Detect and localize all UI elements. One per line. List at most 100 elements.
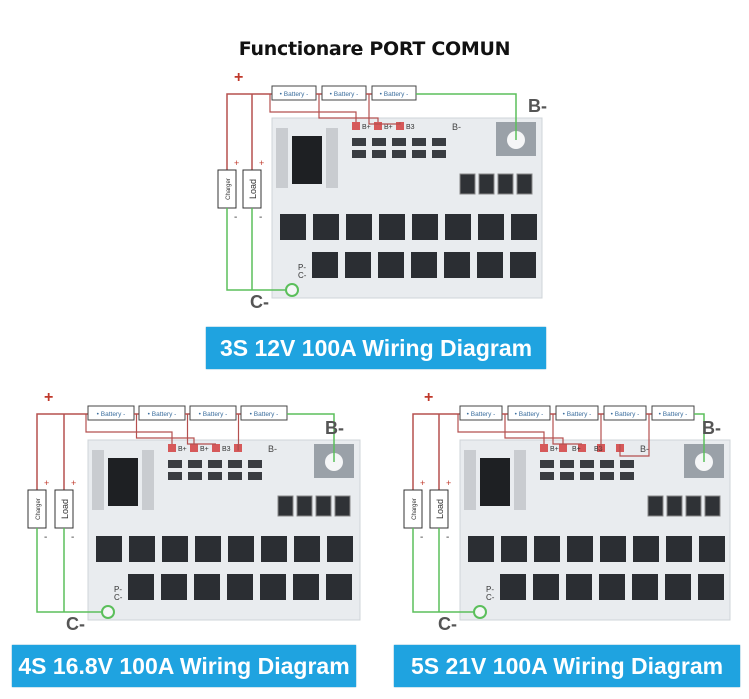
- p-minus-label: P-: [114, 585, 122, 594]
- battery-label: • Battery -: [148, 411, 177, 418]
- mosfet: [468, 536, 494, 562]
- mosfet: [161, 574, 187, 600]
- smd-resistor: [352, 138, 366, 146]
- p-minus-label: P-: [298, 263, 306, 272]
- battery-cell: [240, 405, 288, 421]
- smd-resistor: [188, 460, 202, 468]
- charger-minus: -: [44, 532, 47, 543]
- shunt-resistor: [647, 495, 664, 517]
- balance-wire: [135, 414, 195, 444]
- battery-label: • Battery -: [330, 91, 359, 98]
- balance-pad: [190, 444, 198, 452]
- pad-label: B+: [384, 124, 393, 131]
- mosfet: [699, 536, 725, 562]
- smd-resistor: [620, 472, 634, 480]
- pcb-b-minus-label: B-: [268, 444, 277, 454]
- smd-resistor: [580, 472, 594, 480]
- load-label: Load: [248, 179, 258, 199]
- shunt-resistor: [296, 495, 313, 517]
- load-label: Load: [60, 499, 70, 519]
- caption-3s: 3S 12V 100A Wiring Diagram: [206, 327, 546, 369]
- pad-label: B+: [178, 446, 187, 453]
- mosfet: [566, 574, 592, 600]
- c-minus-terminal: [285, 283, 299, 297]
- mosfet: [294, 536, 320, 562]
- pad-label: B+: [572, 446, 581, 453]
- mosfet: [534, 536, 560, 562]
- pin-header-right: [326, 128, 338, 188]
- shunt-resistor: [497, 173, 514, 195]
- mosfet: [261, 536, 287, 562]
- balance-pad: [212, 444, 220, 452]
- battery-cell: [459, 405, 503, 421]
- smd-resistor: [168, 472, 182, 480]
- charger-label: Charger: [36, 498, 42, 520]
- pad-label: B3: [222, 446, 231, 453]
- plus-sign: +: [234, 70, 243, 86]
- battery-cell: [271, 85, 317, 101]
- load-minus: -: [259, 212, 262, 223]
- balance-wire: [368, 94, 401, 125]
- smd-resistor: [228, 460, 242, 468]
- battery-cell: [138, 405, 186, 421]
- mosfet: [128, 574, 154, 600]
- smd-resistor: [560, 472, 574, 480]
- negative-wire-b-minus: [287, 413, 335, 462]
- balance-pad: [374, 122, 382, 130]
- c-minus-label: C-: [250, 292, 269, 310]
- battery-label: • Battery -: [611, 411, 640, 418]
- load-plus: +: [71, 478, 76, 488]
- balance-pad: [578, 444, 586, 452]
- smd-resistor: [600, 472, 614, 480]
- smd-resistor: [392, 138, 406, 146]
- battery-cell: [651, 405, 695, 421]
- pad-label: B+: [550, 446, 559, 453]
- battery-label: • Battery -: [199, 411, 228, 418]
- shunt-resistor: [334, 495, 351, 517]
- negative-wire-c-minus: [36, 528, 102, 613]
- b-minus-label: B-: [702, 418, 721, 438]
- battery-cell: [603, 405, 647, 421]
- battery-label: • Battery -: [467, 411, 496, 418]
- pcb-b-minus-label: B-: [452, 122, 461, 132]
- mosfet: [500, 574, 526, 600]
- mosfet: [129, 536, 155, 562]
- pad-label: B3: [594, 446, 603, 453]
- charger-plus: +: [44, 478, 49, 488]
- shunt-resistor: [685, 495, 702, 517]
- mosfet: [510, 252, 536, 278]
- balance-wire: [318, 94, 379, 122]
- smd-resistor: [432, 138, 446, 146]
- smd-resistor: [620, 460, 634, 468]
- battery-cell: [507, 405, 551, 421]
- battery-cell: [371, 85, 417, 101]
- smd-resistor: [540, 472, 554, 480]
- smd-resistor: [168, 460, 182, 468]
- mosfet: [533, 574, 559, 600]
- c-minus-label: C-: [66, 614, 85, 630]
- battery-label: • Battery -: [380, 91, 409, 98]
- plus-sign: +: [44, 390, 53, 406]
- charger-plus: +: [234, 158, 239, 168]
- load-plus: +: [259, 158, 264, 168]
- smd-resistor: [540, 460, 554, 468]
- balance-wire: [186, 414, 216, 445]
- page-title: Functionare PORT COMUN: [238, 38, 511, 60]
- mosfet: [312, 252, 338, 278]
- control-ic: [292, 136, 322, 184]
- control-ic: [108, 458, 138, 506]
- pcb-b-minus-label: B-: [640, 444, 649, 454]
- mosfet: [567, 536, 593, 562]
- mosfet: [412, 214, 438, 240]
- charger-label: Charger: [412, 498, 418, 520]
- shunt-resistor: [459, 173, 476, 195]
- battery-cell: [87, 405, 135, 421]
- pin-header-left: [92, 450, 104, 510]
- charger-plus: +: [420, 478, 425, 488]
- smd-resistor: [392, 150, 406, 158]
- mosfet: [96, 536, 122, 562]
- balance-pad: [396, 122, 404, 130]
- charger-label: Charger: [226, 178, 232, 200]
- mosfet: [665, 574, 691, 600]
